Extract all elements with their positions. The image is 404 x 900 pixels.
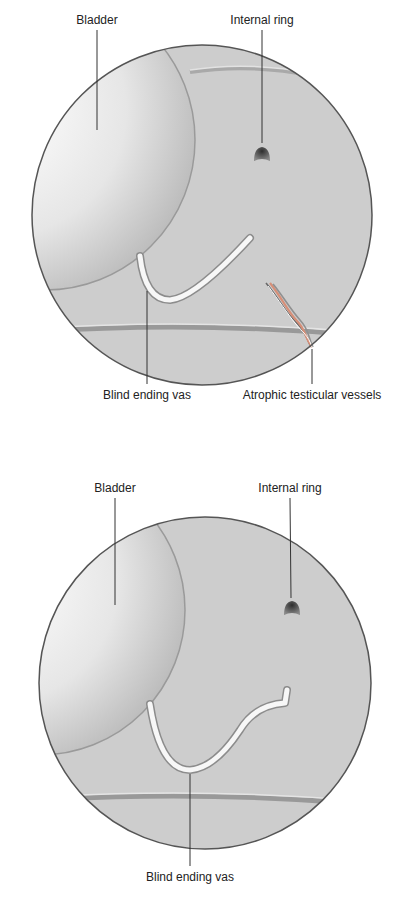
peritoneal-floor <box>30 796 385 806</box>
part-label: Bladder <box>76 13 117 27</box>
top-view <box>0 0 380 385</box>
part-label: Blind ending vas <box>146 870 234 884</box>
part-label: Internal ring <box>230 13 293 27</box>
bottom-view <box>0 465 385 866</box>
leader-lines <box>115 498 291 866</box>
part-label: Internal ring <box>258 481 321 495</box>
part-label: Blind ending vas <box>103 388 191 402</box>
vas-tube <box>140 238 250 300</box>
leader-lines <box>97 30 312 384</box>
part-label: Bladder <box>94 481 135 495</box>
view-border <box>32 45 372 385</box>
internal-ring-shape <box>284 601 300 615</box>
atrophic-vessels <box>266 283 313 347</box>
internal-ring-shape <box>254 147 270 161</box>
peritoneal-ridge <box>190 68 380 95</box>
view-border <box>39 517 371 849</box>
part-label: Atrophic testicular vessels <box>243 388 382 402</box>
vas-tube <box>150 690 287 770</box>
bladder-shape <box>0 0 195 290</box>
bladder-shape <box>0 465 185 755</box>
